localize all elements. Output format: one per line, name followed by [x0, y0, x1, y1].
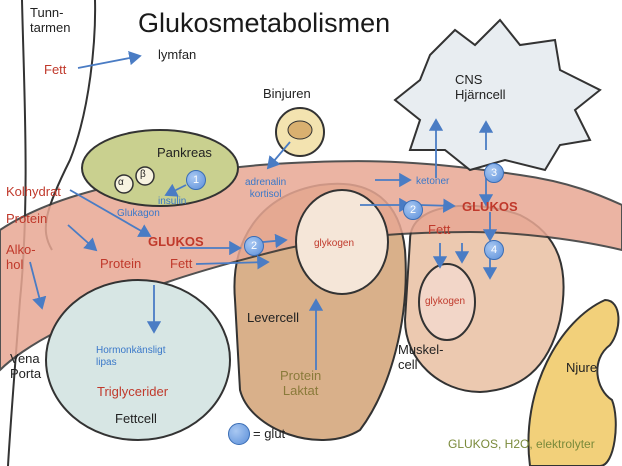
kidney-shape — [527, 298, 620, 466]
fat-cell-shape — [45, 279, 231, 441]
glut-marker: 1 — [186, 170, 206, 190]
glut-marker: 4 — [484, 240, 504, 260]
label-insulin: insulin — [158, 196, 187, 207]
page-title: Glukosmetabolismen — [138, 8, 391, 38]
label-ketoner: ketoner — [416, 176, 450, 187]
label-fett-mid: Fett — [170, 256, 193, 271]
label-vena-porta: Vena Porta — [10, 351, 42, 381]
label-njure: Njure — [566, 360, 598, 375]
neuron-shape — [393, 18, 602, 172]
label-kolhydrat: Kolhydrat — [6, 184, 61, 199]
beta-cell — [135, 166, 155, 186]
alpha-cell — [114, 174, 134, 194]
label-beta: β — [140, 169, 146, 180]
label-binjuren: Binjuren — [263, 86, 311, 101]
label-triglycerider: Triglycerider — [97, 384, 169, 399]
label-glukos-right: GLUKOS — [462, 199, 518, 214]
label-alpha: α — [118, 177, 124, 188]
label-pankreas: Pankreas — [157, 145, 212, 160]
label-fett-right: Fett — [428, 222, 451, 237]
label-fett-top: Fett — [44, 62, 67, 77]
adrenal-core — [287, 120, 313, 140]
label-glukos-center: GLUKOS — [148, 234, 204, 249]
label-levercell: Levercell — [247, 310, 300, 325]
glut-marker: 2 — [403, 200, 423, 220]
legend-glut-icon — [228, 423, 250, 445]
arrows — [29, 50, 498, 370]
legend-label: = glut — [253, 426, 286, 441]
label-glukagon: Glukagon — [117, 208, 160, 219]
label-glykogen-liver: glykogen — [314, 238, 355, 249]
liver-nucleus — [295, 189, 389, 295]
label-protein-laktat: Protein Laktat — [280, 368, 322, 398]
label-hormonkanslig-lipas: Hormonkänsligt lipas — [96, 345, 166, 368]
label-tunntarmen: Tunn- tarmen — [30, 5, 71, 35]
footer-note: GLUKOS, H2O, elektrolyter — [448, 437, 595, 451]
label-cns: CNS Hjärncell — [455, 72, 506, 102]
label-glykogen-muscle: glykogen — [425, 296, 466, 307]
label-protein-mid: Protein — [100, 256, 142, 271]
glut-marker: 3 — [484, 163, 504, 183]
label-muskelcell: Muskel- cell — [398, 342, 444, 372]
label-adrenalin-kortisol: adrenalin kortisol — [245, 177, 287, 200]
label-lymfan: lymfan — [158, 47, 197, 62]
glut-marker: 2 — [244, 236, 264, 256]
label-alkohol: Alko- hol — [6, 242, 36, 272]
label-protein-left: Protein — [6, 211, 48, 226]
label-fettcell: Fettcell — [115, 411, 157, 426]
pancreas-shape — [81, 129, 239, 207]
